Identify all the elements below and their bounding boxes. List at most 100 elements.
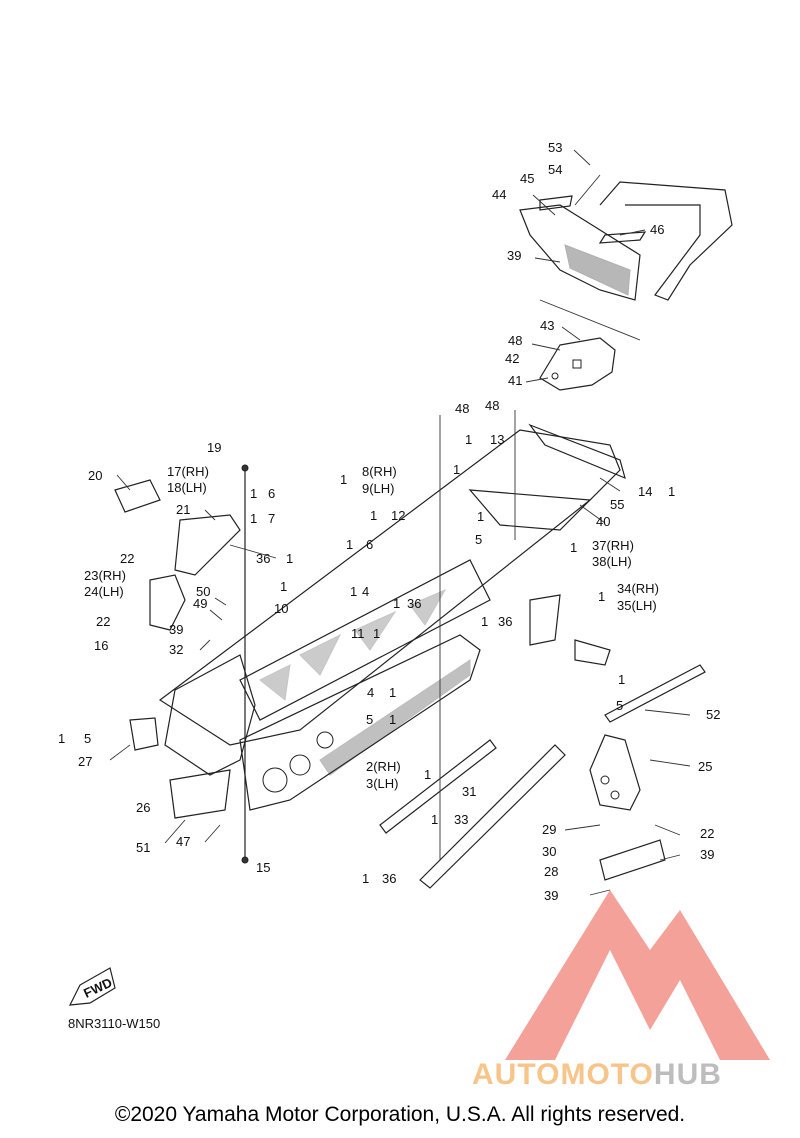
callout-39b: 39 [169,622,183,637]
callout-12: 12 [391,508,405,523]
callout-13: 13 [490,432,504,447]
callout-6-qty: 1 [250,486,257,501]
callout-8: 8(RH) [362,464,397,479]
callout-36c: 36 [498,614,512,629]
callout-36d: 36 [382,871,396,886]
callout-5c-qty: 1 [389,712,396,727]
leader-lines [109,149,691,896]
callout-19: 19 [207,440,221,455]
main-tunnel [158,423,626,746]
callout-29: 29 [542,822,556,837]
right-footrest [529,594,666,881]
running-board [239,634,481,811]
callout-20: 20 [88,468,102,483]
watermark-text-part2: HUB [653,1058,722,1091]
callout-2: 2(RH) [366,759,401,774]
callout-28: 28 [544,864,558,879]
callout-36b-qty: 1 [393,596,400,611]
callout-5b: 5 [616,698,623,713]
callout-26: 26 [136,800,150,815]
callout-6b-qty: 1 [346,537,353,552]
copyright-notice: ©2020 Yamaha Motor Corporation, U.S.A. A… [114,1103,686,1126]
callout-16: 16 [94,638,108,653]
callout-52: 52 [706,707,720,722]
callout-6b: 6 [366,537,373,552]
callout-labels: 53 54 45 44 46 39 43 48 42 41 48 48 1 13… [58,140,720,903]
callout-39c: 39 [700,847,714,862]
callout-22b: 22 [96,614,110,629]
callout-22: 22 [120,551,134,566]
callout-13-qty: 1 [465,432,472,447]
callout-25: 25 [698,759,712,774]
callout-17: 17(RH) [167,464,209,479]
callout-34: 34(RH) [617,581,659,596]
callout-36c-qty: 1 [481,614,488,629]
callout-36b: 36 [407,596,421,611]
callout-39d: 39 [544,888,558,903]
callout-4b-qty: 1 [389,685,396,700]
callout-24: 24(LH) [84,584,124,599]
callout-48-right: 48 [485,398,499,413]
callout-2-qty: 1 [424,767,431,782]
callout-39: 39 [507,248,521,263]
callout-31: 31 [462,784,476,799]
callout-12-qty: 1 [370,508,377,523]
callout-41: 41 [508,373,522,388]
fwd-arrow-icon: FWD [68,967,116,1006]
callout-33-qty: 1 [431,812,438,827]
callout-36-qty: 1 [286,551,293,566]
callout-48-left: 48 [455,401,469,416]
callout-7: 7 [268,511,275,526]
callout-50: 50 [196,584,210,599]
callout-14-qty: 1 [668,484,675,499]
watermark-text: AUTOMOTOHUB [472,1058,722,1092]
callout-32: 32 [169,642,183,657]
callout-42: 42 [505,351,519,366]
callout-51: 51 [136,840,150,855]
callout-37: 37(RH) [592,538,634,553]
callout-38: 38(LH) [592,554,632,569]
callout-27: 27 [78,754,92,769]
callout-36d-qty: 1 [362,871,369,886]
callout-43: 43 [540,318,554,333]
callout-10-qty: 1 [280,579,287,594]
callout-18: 18(LH) [167,480,207,495]
callout-4a: 4 [362,584,369,599]
callout-15: 15 [256,860,270,875]
callout-23: 23(RH) [84,568,126,583]
callout-14: 14 [638,484,652,499]
callout-8-qty: 1 [340,472,347,487]
callout-5a-qty: 1 [477,509,484,524]
callout-48: 48 [508,333,522,348]
diagram-code: 8NR3110-W150 [68,1016,161,1031]
callout-45: 45 [520,171,534,186]
callout-6: 6 [268,486,275,501]
callout-5d: 5 [84,731,91,746]
callout-21: 21 [176,502,190,517]
callout-47: 47 [176,834,190,849]
callout-40: 40 [596,514,610,529]
callout-5c: 5 [366,712,373,727]
rails [241,410,706,889]
callout-9: 9(LH) [362,481,395,496]
callout-36: 36 [256,551,270,566]
callout-3: 3(LH) [366,776,399,791]
callout-34-qty: 1 [598,589,605,604]
callout-11-qty: 1 [373,626,380,641]
callout-5d-qty: 1 [58,731,65,746]
callout-53: 53 [548,140,562,155]
callout-44: 44 [492,187,506,202]
watermark-text-part1: AUTOMOTO [472,1058,654,1091]
callout-4a-qty: 1 [350,584,357,599]
callout-10: 10 [274,601,288,616]
callout-7-qty: 1 [250,511,257,526]
callout-11: 11 [351,626,365,641]
watermark-logo [505,890,770,1060]
callout-4b: 4 [367,685,374,700]
callout-46: 46 [650,222,664,237]
callout-37-qty: 1 [570,540,577,555]
callout-5b-qty: 1 [618,672,625,687]
fwd-label: FWD [81,975,114,1001]
hitch-bracket [539,299,641,391]
